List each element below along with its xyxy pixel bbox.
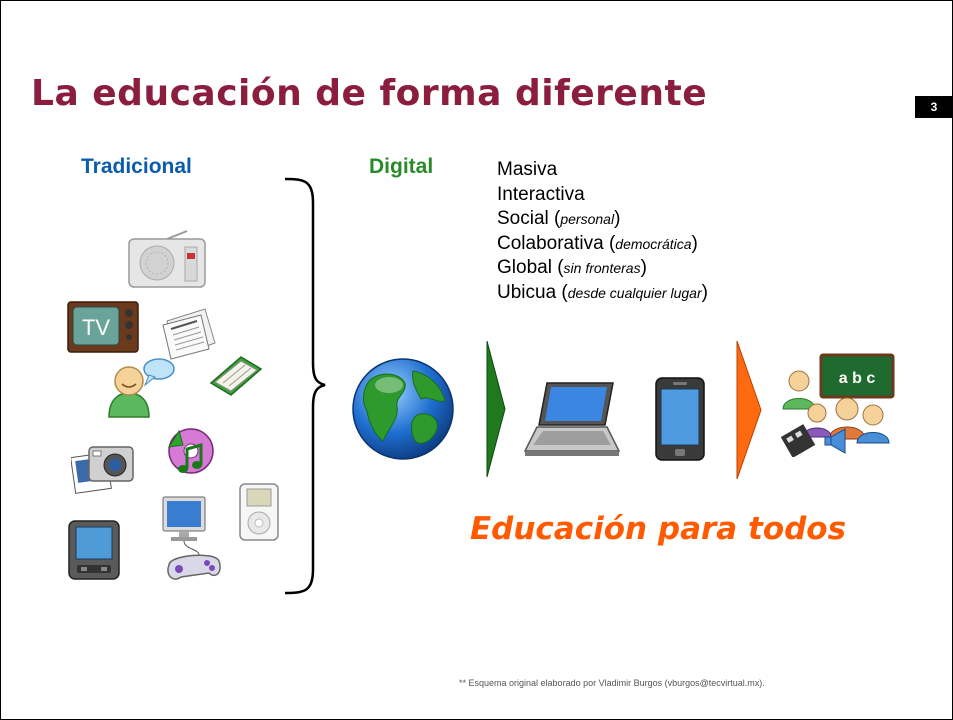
students-classroom-icon: a b c <box>781 353 895 457</box>
computer-gamepad-icon <box>162 496 221 580</box>
feature-item: Global (sin fronteras) <box>497 257 647 278</box>
book-icon <box>209 356 263 396</box>
svg-text:TV: TV <box>82 315 110 340</box>
features-list: Masiva Interactiva Social (personal) Col… <box>497 158 708 305</box>
page-number: 3 <box>915 96 952 118</box>
camera-icon <box>71 446 134 494</box>
smartphone-icon <box>655 377 705 461</box>
feature-item: Colaborativa (democrática) <box>497 232 698 254</box>
credit-note: ** Esquema original elaborado por Vladim… <box>459 678 765 688</box>
ipod-icon <box>239 483 279 541</box>
svg-text:a b c: a b c <box>839 370 876 387</box>
orange-arrow-icon <box>736 341 762 479</box>
label-traditional: Tradicional <box>81 155 192 178</box>
feature-item: Social (personal) <box>497 208 621 229</box>
feature-item: Masiva <box>497 159 558 180</box>
green-arrow-icon <box>486 341 506 477</box>
music-disc-icon <box>168 428 214 474</box>
pda-icon <box>68 520 120 580</box>
laptop-icon <box>523 382 621 456</box>
curly-brace <box>284 177 326 595</box>
label-digital: Digital <box>369 155 434 178</box>
slide-title: La educación de forma diferente <box>31 73 708 114</box>
slogan: Educación para todos <box>470 511 847 547</box>
globe-icon <box>352 358 454 460</box>
television-icon: TV <box>67 301 139 353</box>
radio-icon <box>128 230 206 288</box>
feature-item: Ubicua (desde cualquier lugar) <box>497 281 708 303</box>
chat-person-icon <box>108 358 175 418</box>
feature-item: Interactiva <box>497 183 585 205</box>
newspaper-icon <box>162 308 216 360</box>
